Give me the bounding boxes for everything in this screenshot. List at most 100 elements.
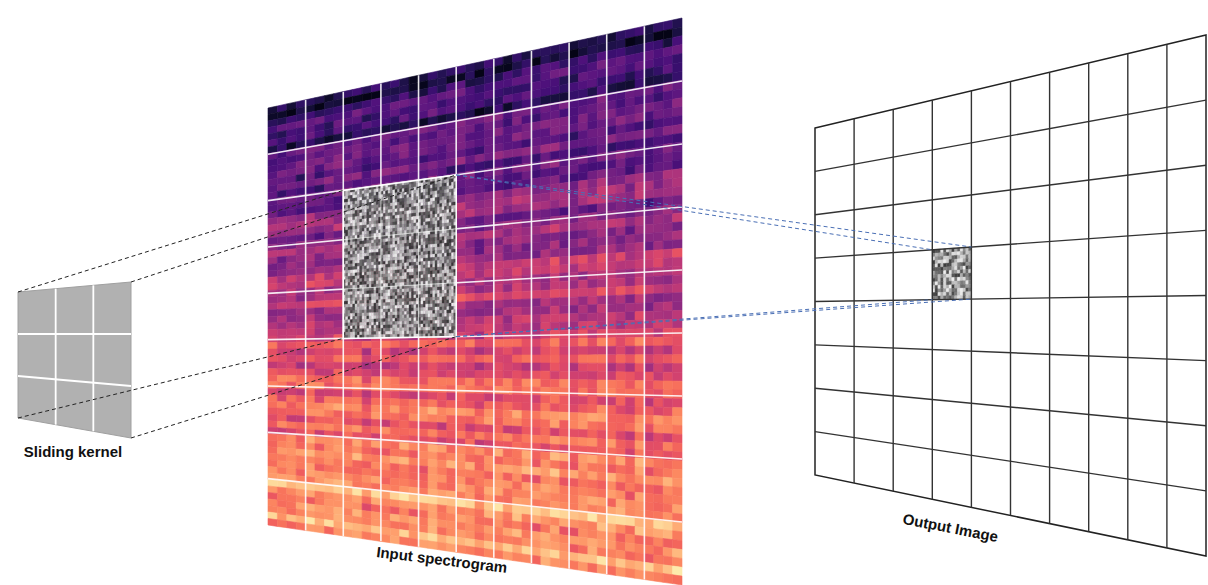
spectrogram-cell (475, 255, 484, 263)
spectrogram-cell (579, 405, 588, 414)
spectrogram-cell (447, 355, 456, 363)
spectrogram-cell (484, 184, 493, 193)
spectrogram-cell (663, 284, 672, 293)
spectrogram-cell (597, 287, 606, 296)
spectrogram-cell (550, 314, 559, 322)
spectrogram-cell (306, 328, 315, 335)
spectrogram-cell (635, 286, 644, 295)
spectrogram-cell (550, 241, 559, 250)
spectrogram-cell (616, 252, 625, 261)
spectrogram-cell (466, 194, 475, 203)
spectrogram-cell (334, 224, 343, 232)
spectrogram-cell (296, 308, 305, 315)
spectrogram-cell (550, 265, 559, 274)
spectrogram-cell (381, 348, 390, 355)
spectrogram-cell (569, 338, 578, 346)
spectrogram-cell (550, 216, 559, 225)
spectrogram-cell (569, 165, 578, 175)
spectrogram-cell (616, 175, 625, 185)
spectrogram-cell (560, 199, 569, 208)
spectrogram-cell (541, 314, 550, 322)
spectrogram-cell (494, 355, 503, 363)
spectrogram-cell (456, 317, 465, 325)
spectrogram-cell (494, 222, 503, 231)
spectrogram-cell (277, 356, 286, 363)
spectrogram-cell (616, 201, 625, 210)
spectrogram-cell (400, 370, 409, 377)
spectrogram-cell (400, 392, 409, 400)
spectrogram-cell (306, 261, 315, 269)
spectrogram-cell (296, 255, 305, 263)
spectrogram-cell (287, 342, 296, 349)
spectrogram-cell (475, 324, 484, 332)
spectrogram-cell (579, 147, 588, 157)
spectrogram-cell (475, 285, 484, 293)
spectrogram-cell (268, 277, 277, 284)
spectrogram-cell (532, 202, 541, 211)
spectrogram-cell (588, 397, 597, 406)
spectrogram-cell (635, 363, 644, 372)
spectrogram-cell (466, 178, 475, 187)
spectrogram-cell (362, 384, 371, 391)
spectrogram-cell (315, 349, 325, 356)
spectrogram-cell (400, 399, 409, 407)
spectrogram-cell (315, 301, 325, 308)
spectrogram-cell (673, 337, 682, 346)
spectrogram-cell (626, 260, 636, 269)
spectrogram-cell (428, 392, 437, 400)
spectrogram-cell (390, 384, 399, 392)
spectrogram-cell (588, 187, 597, 197)
spectrogram-cell (372, 377, 381, 384)
spectrogram-cell (466, 201, 475, 210)
spectrogram-cell (522, 339, 532, 347)
spectrogram-cell (277, 369, 286, 376)
spectrogram-cell (268, 401, 277, 408)
spectrogram-cell (579, 172, 588, 181)
spectrogram-cell (466, 324, 475, 332)
spectrogram-cell (334, 244, 343, 252)
spectrogram-cell (513, 387, 522, 395)
spectrogram-cell (362, 398, 371, 405)
spectrogram-cell (673, 355, 682, 364)
spectrogram-cell (475, 301, 484, 309)
spectrogram-cell (494, 402, 503, 410)
spectrogram-cell (673, 169, 682, 179)
spectrogram-cell (532, 194, 541, 203)
spectrogram-cell (644, 155, 653, 165)
spectrogram-cell (588, 347, 597, 355)
spectrogram-cell (268, 395, 277, 402)
spectrogram-cell (560, 256, 569, 265)
spectrogram-cell (268, 329, 277, 336)
spectrogram-cell (494, 324, 503, 332)
spectrogram-cell (644, 407, 653, 416)
spectrogram-cell (560, 215, 569, 224)
spectrogram-cell (663, 275, 672, 284)
spectrogram-cell (315, 403, 325, 410)
spectrogram-cell (484, 262, 493, 270)
spectrogram-cell (569, 380, 578, 388)
spectrogram-cell (494, 230, 503, 239)
spectrogram-cell (409, 377, 418, 385)
spectrogram-cell (532, 282, 541, 291)
spectrogram-cell (409, 385, 418, 393)
spectrogram-cell (277, 296, 286, 303)
spectrogram-cell (315, 294, 325, 301)
spectrogram-cell (569, 206, 578, 215)
spectrogram-cell (503, 300, 512, 308)
spectrogram-cell (513, 188, 522, 197)
spectrogram-cell (588, 263, 597, 272)
spectrogram-cell (532, 250, 541, 259)
spectrogram-cell (513, 196, 522, 205)
spectrogram-cell (428, 355, 437, 363)
spectrogram-cell (409, 407, 418, 415)
spectrogram-cell (466, 240, 475, 249)
spectrogram-cell (325, 300, 334, 307)
spectrogram-cell (362, 391, 371, 398)
spectrogram-cell (663, 179, 672, 189)
spectrogram-cell (503, 402, 512, 410)
spectrogram-cell (343, 376, 352, 383)
spectrogram-cell (673, 133, 682, 143)
spectrogram-cell (325, 232, 334, 240)
spectrogram-cell (466, 217, 475, 226)
spectrogram-cell (541, 395, 550, 403)
